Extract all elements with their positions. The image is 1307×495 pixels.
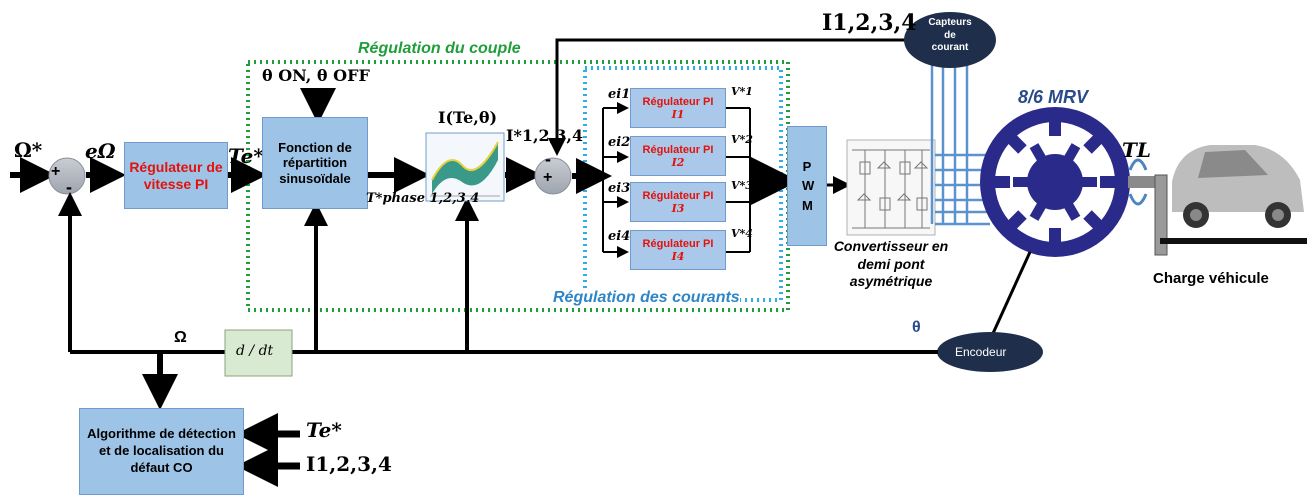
regulator-1-sub: I1: [671, 107, 685, 121]
te-ref-label: Te*: [228, 144, 264, 168]
summing-junction-current: [534, 157, 572, 195]
distribution-function-block: Fonction de répartition sinusoïdale: [262, 117, 368, 209]
torque-regulation-title: Régulation du couple: [358, 40, 521, 57]
regulator-1-label: Régulateur PI: [642, 95, 714, 108]
srm-motor: [980, 107, 1130, 257]
error-omega-label: eΩ: [85, 139, 116, 163]
te-ref-algorithm-label: Te*: [306, 418, 342, 442]
converter-label: Convertisseur en demi pont asymétrique: [833, 238, 949, 289]
sum1-minus-sign: -: [66, 177, 72, 197]
pwm-block: P W M: [787, 126, 827, 246]
current-regulator-4: Régulateur PI I4: [630, 230, 726, 270]
speed-regulator-label: Régulateur de vitesse PI: [129, 158, 223, 192]
vehicle-load: [1160, 145, 1307, 244]
error-i3-label: ei3: [608, 181, 631, 196]
encoder-shaft-line: [988, 251, 1032, 341]
distribution-function-label: Fonction de répartition sinusoïdale: [278, 139, 352, 186]
regulator-4-label: Régulateur PI: [642, 237, 714, 250]
tl-label: TL: [1122, 138, 1151, 162]
regulator-4-sub: I4: [671, 249, 685, 263]
current-regulator-3: Régulateur PI I3: [630, 182, 726, 222]
i-algorithm-label: I1,2,3,4: [306, 452, 392, 476]
voltage-4-label: V*4: [731, 227, 753, 240]
derivative-block: [224, 329, 293, 377]
omega-ref-label: Ω*: [14, 138, 43, 162]
sum1-plus-sign: +: [51, 163, 61, 180]
current-table-label: I(Te,θ): [438, 108, 498, 127]
measured-current-label: I1,2,3,4: [822, 10, 917, 36]
current-table-plot: [425, 132, 505, 202]
load-label: Charge véhicule: [1153, 270, 1269, 287]
theta-on-off-label: θ ON, θ OFF: [262, 66, 370, 85]
pwm-label: P W M: [802, 158, 815, 213]
error-i4-label: ei4: [608, 229, 631, 244]
error-i1-label: ei1: [608, 87, 631, 102]
theta-label: θ: [912, 319, 921, 336]
current-regulator-2: Régulateur PI I2: [630, 136, 726, 176]
voltage-bus: [726, 107, 751, 253]
regulator-3-label: Régulateur PI: [642, 189, 714, 202]
fault-algorithm-block: Algorithme de détection et de localisati…: [79, 408, 244, 495]
current-ref-label: I*1,2,3,4: [506, 126, 584, 145]
current-feedback-line: [548, 38, 910, 156]
sum2-minus-sign: -: [545, 149, 551, 169]
current-regulator-1: Régulateur PI I1: [630, 88, 726, 128]
current-regulation-title: Régulation des courants: [553, 289, 740, 306]
voltage-2-label: V*2: [731, 133, 753, 146]
converter-schematic: [846, 139, 936, 236]
sensors-label: Capteurs de courant: [928, 17, 972, 53]
shaft: [1128, 158, 1168, 256]
speed-regulator-block: Régulateur de vitesse PI: [124, 142, 228, 209]
current-error-bus: [602, 102, 629, 258]
regulator-2-sub: I2: [671, 155, 685, 169]
sum2-plus-sign: +: [543, 169, 553, 186]
motor-label: 8/6 MRV: [1018, 87, 1089, 107]
error-i2-label: ei2: [608, 135, 631, 150]
encoder-label: Encodeur: [955, 345, 1007, 359]
phase-lines: [930, 60, 990, 226]
current-sensors: [904, 12, 996, 68]
fault-algorithm-label: Algorithme de détection et de localisati…: [87, 426, 236, 475]
omega-label: Ω: [174, 329, 187, 346]
derivative-label: d / dt: [236, 343, 274, 359]
regulator-2-label: Régulateur PI: [642, 143, 714, 156]
voltage-3-label: V*3: [731, 179, 753, 192]
voltage-1-label: V*1: [731, 85, 753, 98]
tphase-label: T*phase 1,2,3,4: [366, 191, 480, 206]
regulator-3-sub: I3: [671, 201, 685, 215]
encoder: [937, 332, 1043, 372]
